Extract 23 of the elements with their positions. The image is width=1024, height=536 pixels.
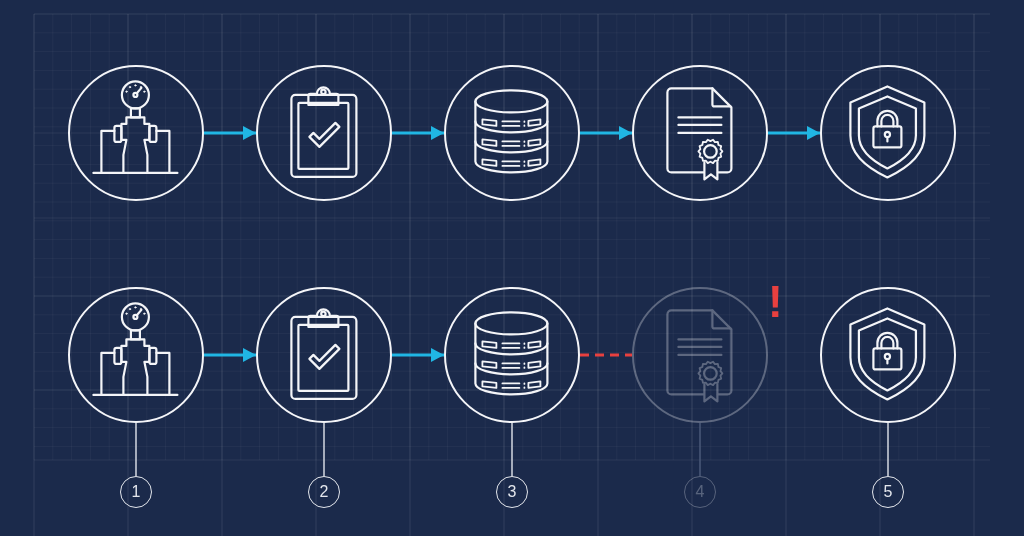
leader-line xyxy=(135,422,137,477)
step-circle xyxy=(820,287,956,423)
arrow xyxy=(392,126,444,140)
arrow xyxy=(580,126,632,140)
arrow xyxy=(392,348,444,362)
step-circle xyxy=(68,287,204,423)
arrow xyxy=(768,126,820,140)
step-circle xyxy=(444,65,580,201)
leader-line xyxy=(511,422,513,477)
step-circle xyxy=(68,65,204,201)
step-circle xyxy=(632,65,768,201)
arrow xyxy=(204,126,256,140)
step-circle xyxy=(256,287,392,423)
arrow xyxy=(204,348,256,362)
leader-line xyxy=(887,422,889,477)
step-circle xyxy=(632,287,768,423)
step-circle xyxy=(256,65,392,201)
exclamation-mark: ! xyxy=(768,280,783,324)
step-circle xyxy=(820,65,956,201)
dashed-line xyxy=(580,353,632,357)
step-circle xyxy=(444,287,580,423)
leader-line xyxy=(323,422,325,477)
leader-line xyxy=(699,422,701,477)
